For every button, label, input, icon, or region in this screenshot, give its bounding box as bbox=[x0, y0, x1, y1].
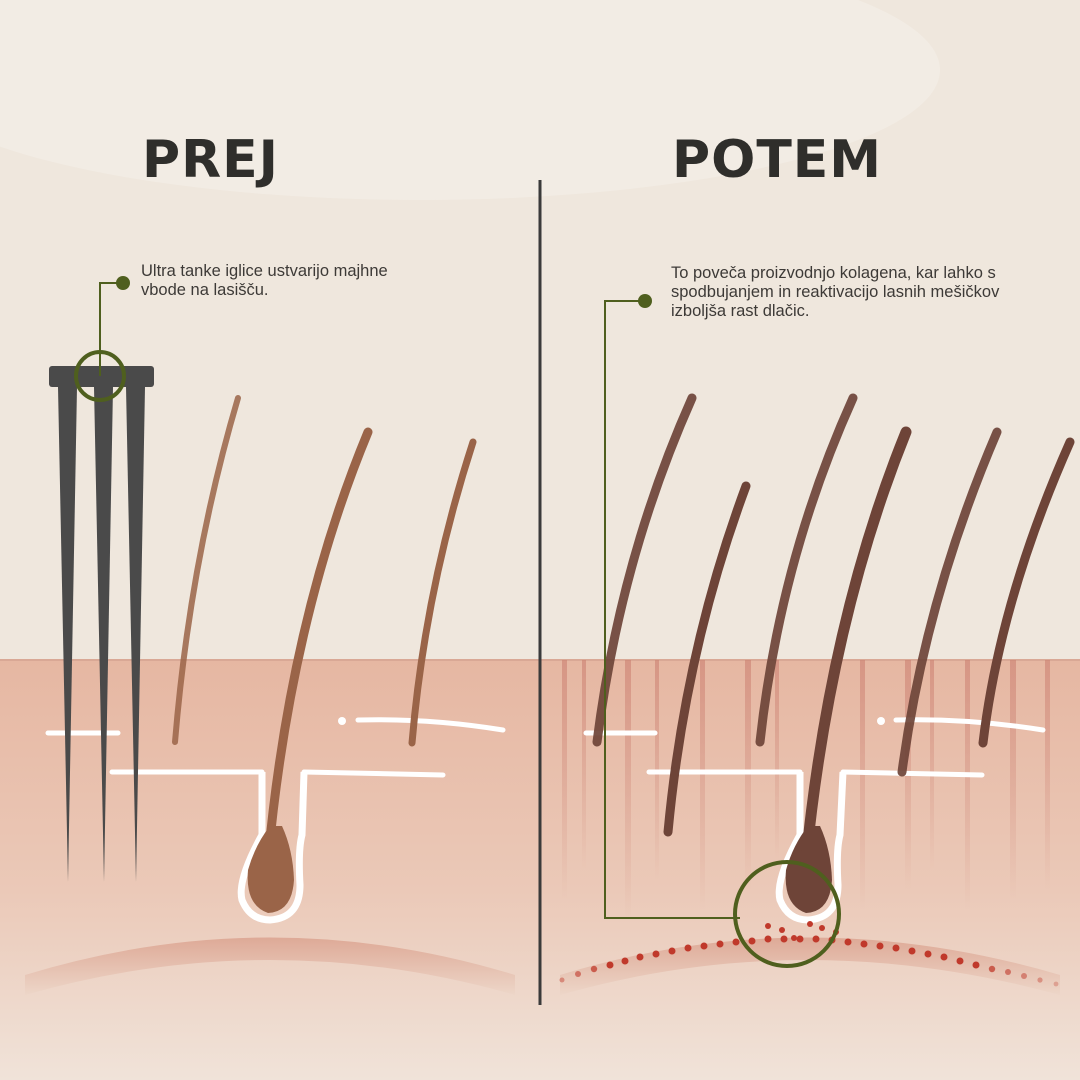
panel-title-before: PREJ bbox=[142, 130, 280, 190]
caption-after: To poveča proizvodnjo kolagena, kar lahk… bbox=[671, 264, 999, 321]
caption-before-line: vbode na lasišču. bbox=[141, 281, 269, 299]
dermis-band-right bbox=[560, 937, 1060, 995]
panel-title-after: POTEM bbox=[672, 130, 883, 190]
dermis-band-left bbox=[25, 937, 515, 995]
background-glow bbox=[0, 0, 940, 200]
hair-bulb-after bbox=[785, 826, 832, 913]
collagen-dots bbox=[559, 921, 1059, 987]
caption-after-line: izboljša rast dlačic. bbox=[671, 302, 810, 320]
callout-dot-before bbox=[116, 276, 130, 290]
callout-after bbox=[604, 300, 841, 968]
skin-dot-before bbox=[338, 717, 346, 725]
caption-before: Ultra tanke iglice ustvarijo majhne vbod… bbox=[141, 262, 388, 300]
hair-follicle-outline-before bbox=[237, 771, 308, 924]
callout-before bbox=[74, 282, 126, 402]
caption-after-line: spodbujanjem in reaktivacijo lasnih meši… bbox=[671, 283, 1000, 301]
hair-follicle-outline-after bbox=[775, 771, 847, 924]
caption-before-line: Ultra tanke iglice ustvarijo majhne bbox=[141, 262, 388, 280]
callout-dot-after bbox=[638, 294, 652, 308]
skin-dot-after bbox=[877, 717, 885, 725]
hairs-before bbox=[172, 395, 477, 865]
hair-bulb-before bbox=[247, 826, 294, 913]
caption-after-line: To poveča proizvodnjo kolagena, kar lahk… bbox=[671, 264, 996, 282]
hairs-after bbox=[592, 393, 1075, 866]
